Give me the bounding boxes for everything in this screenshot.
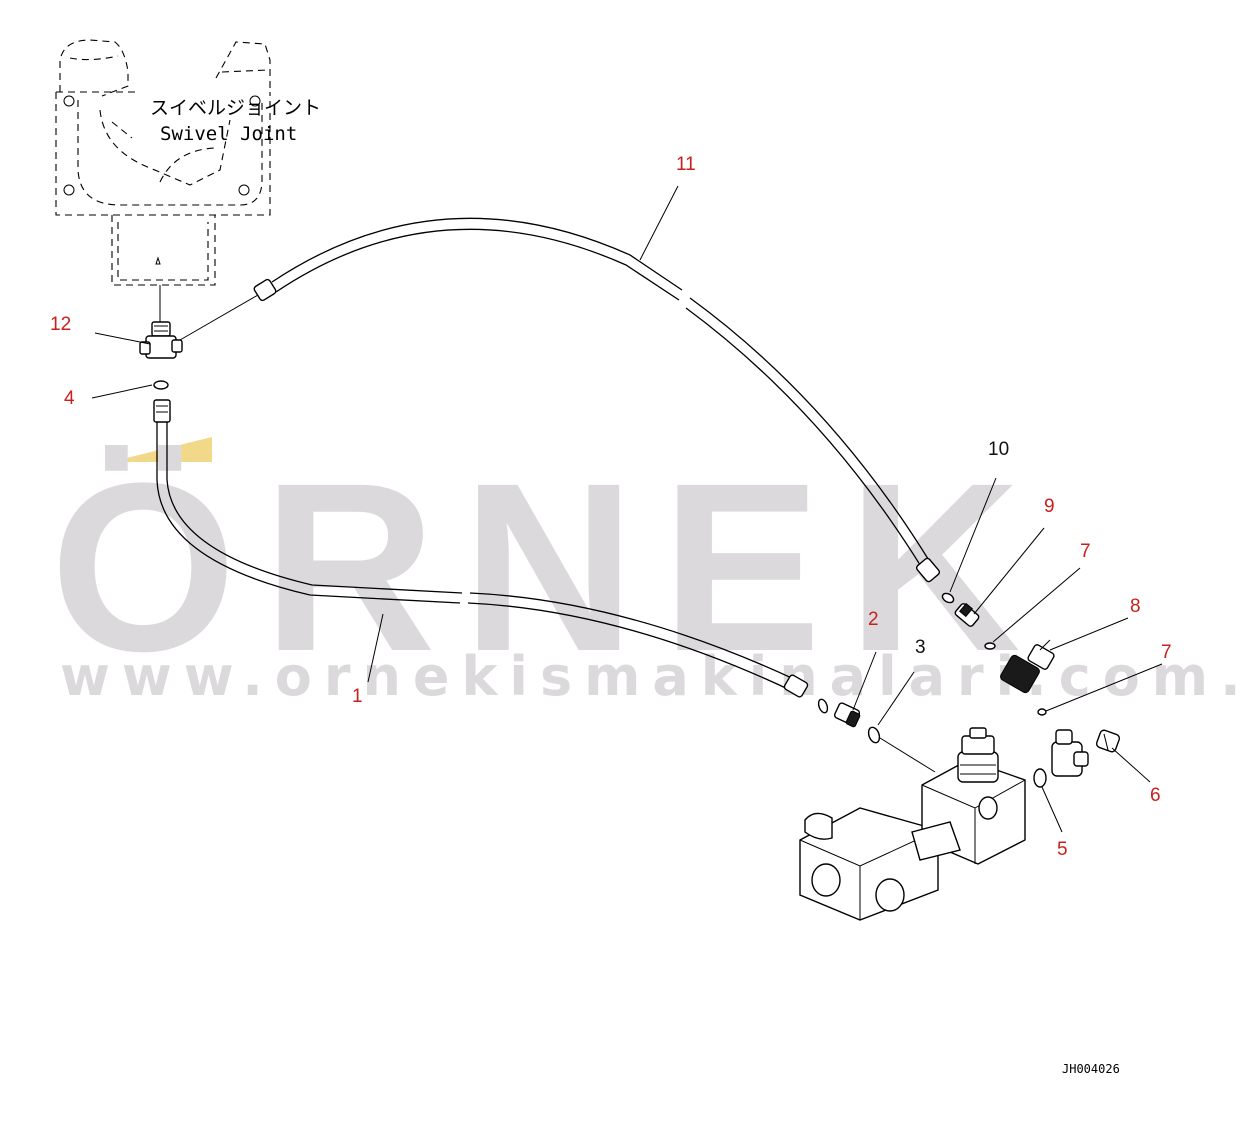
callout-10: 10	[988, 439, 1009, 460]
callout-4: 4	[64, 388, 75, 409]
o-ring-7b	[1037, 708, 1047, 716]
adapter-9	[954, 602, 980, 627]
o-ring-small	[817, 698, 829, 714]
o-ring-3	[867, 726, 881, 744]
o-ring-4	[153, 380, 169, 390]
callouts: 12 4 11 1 2 3 10 9 7 8 7 6 5	[50, 154, 1172, 860]
callout-6: 6	[1150, 785, 1161, 806]
callout-8: 8	[1130, 596, 1141, 617]
o-ring-5	[1033, 768, 1047, 788]
hose-1	[153, 399, 809, 698]
cap-6	[1095, 729, 1121, 753]
callout-9: 9	[1044, 496, 1055, 517]
callout-7b: 7	[1161, 642, 1172, 663]
callout-2: 2	[868, 609, 879, 630]
callout-3: 3	[915, 637, 926, 658]
swivel-joint: スイベルジョイント Swivel Joint	[55, 39, 321, 325]
hose-11	[253, 217, 941, 583]
tee-fitting-12	[139, 294, 259, 359]
callout-5: 5	[1057, 839, 1068, 860]
callout-1: 1	[352, 686, 363, 707]
valve-block	[799, 727, 1026, 921]
fitting-right	[1051, 729, 1089, 777]
elbow-8	[1000, 639, 1055, 694]
callout-12: 12	[50, 314, 71, 335]
swivel-joint-label-en: Swivel Joint	[160, 123, 297, 145]
callout-11: 11	[676, 154, 696, 175]
drawing-code: JH004026	[1062, 1062, 1120, 1076]
watermark-accent	[110, 437, 212, 462]
leader-lines	[91, 185, 1163, 833]
o-ring-7a	[984, 642, 996, 650]
callout-7a: 7	[1080, 541, 1091, 562]
watermark-url: www.ornekismakinalari.com.tr	[60, 645, 1243, 708]
swivel-joint-label-jp: スイベルジョイント	[150, 97, 321, 119]
watermark: ÖRNEK www.ornekismakinalari.com.tr	[50, 433, 1243, 708]
o-ring-10	[941, 592, 955, 604]
